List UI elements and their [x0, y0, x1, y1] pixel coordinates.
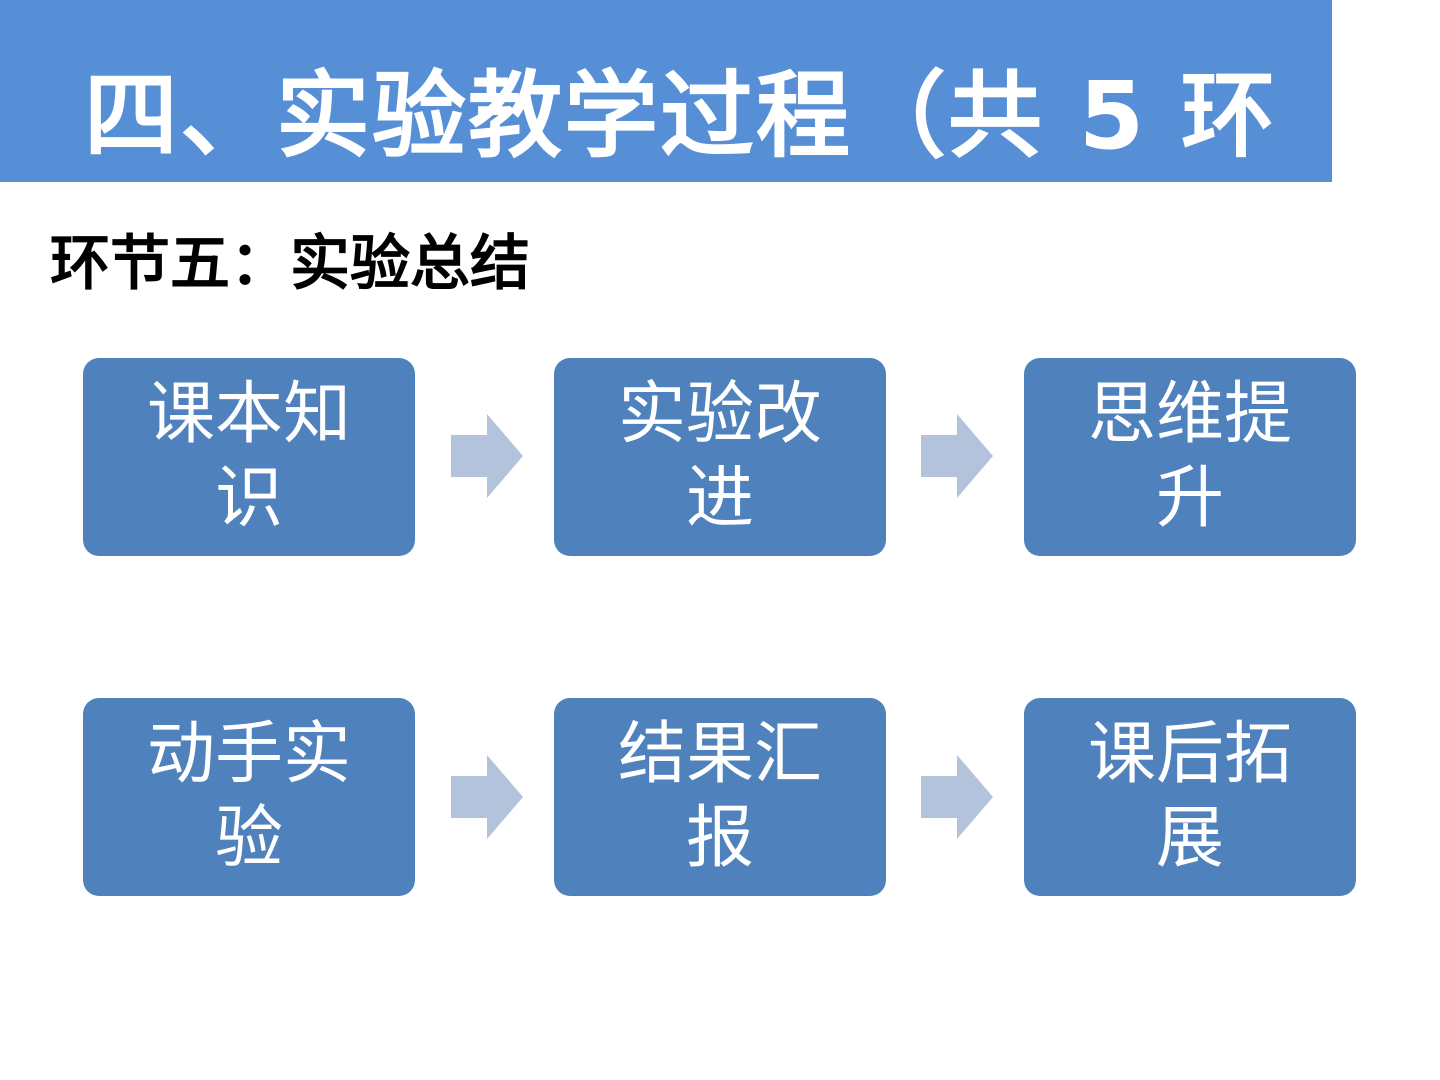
step-label: 课本知识 [146, 375, 351, 538]
step-box-after-class-extension: 课后拓展 [1024, 698, 1356, 896]
step-label: 思维提升 [1087, 375, 1292, 538]
step-box-textbook-knowledge: 课本知识 [83, 358, 415, 556]
step-box-thinking-improvement: 思维提升 [1024, 358, 1356, 556]
arrow-right-icon [921, 755, 993, 839]
step-label: 动手实验 [146, 715, 351, 878]
title-bar: 四、实验教学过程（共 5 环 [0, 0, 1332, 182]
step-label: 结果汇报 [617, 715, 822, 878]
step-box-hands-on-experiment: 动手实验 [83, 698, 415, 896]
arrow-right-icon [451, 755, 523, 839]
step-box-result-report: 结果汇报 [554, 698, 886, 896]
step-label: 课后拓展 [1087, 715, 1292, 878]
slide-title: 四、实验教学过程（共 5 环 [84, 62, 1277, 171]
slide-subtitle: 环节五：实验总结 [50, 229, 530, 299]
arrow-right-icon [451, 414, 523, 498]
arrow-right-icon [921, 414, 993, 498]
step-box-experiment-improvement: 实验改进 [554, 358, 886, 556]
step-label: 实验改进 [617, 375, 822, 538]
